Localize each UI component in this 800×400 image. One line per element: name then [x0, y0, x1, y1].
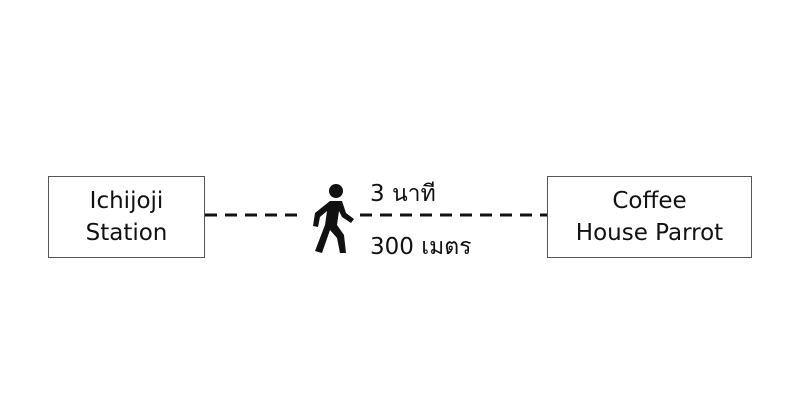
destination-label-line1: Coffee	[612, 188, 687, 214]
destination-label: Coffee House Parrot	[576, 185, 723, 249]
walk-distance-label: 300 เมตร	[370, 234, 472, 260]
destination-label-line2: House Parrot	[575, 220, 724, 246]
destination-box: Coffee House Parrot	[547, 176, 752, 258]
origin-box: Ichijoji Station	[48, 176, 205, 258]
origin-label-line2: Station	[85, 220, 168, 246]
origin-label-line1: Ichijoji	[89, 188, 164, 214]
origin-label: Ichijoji Station	[86, 185, 168, 249]
walk-time-label: 3 นาที	[370, 181, 436, 207]
pedestrian-walking-icon	[313, 184, 354, 253]
